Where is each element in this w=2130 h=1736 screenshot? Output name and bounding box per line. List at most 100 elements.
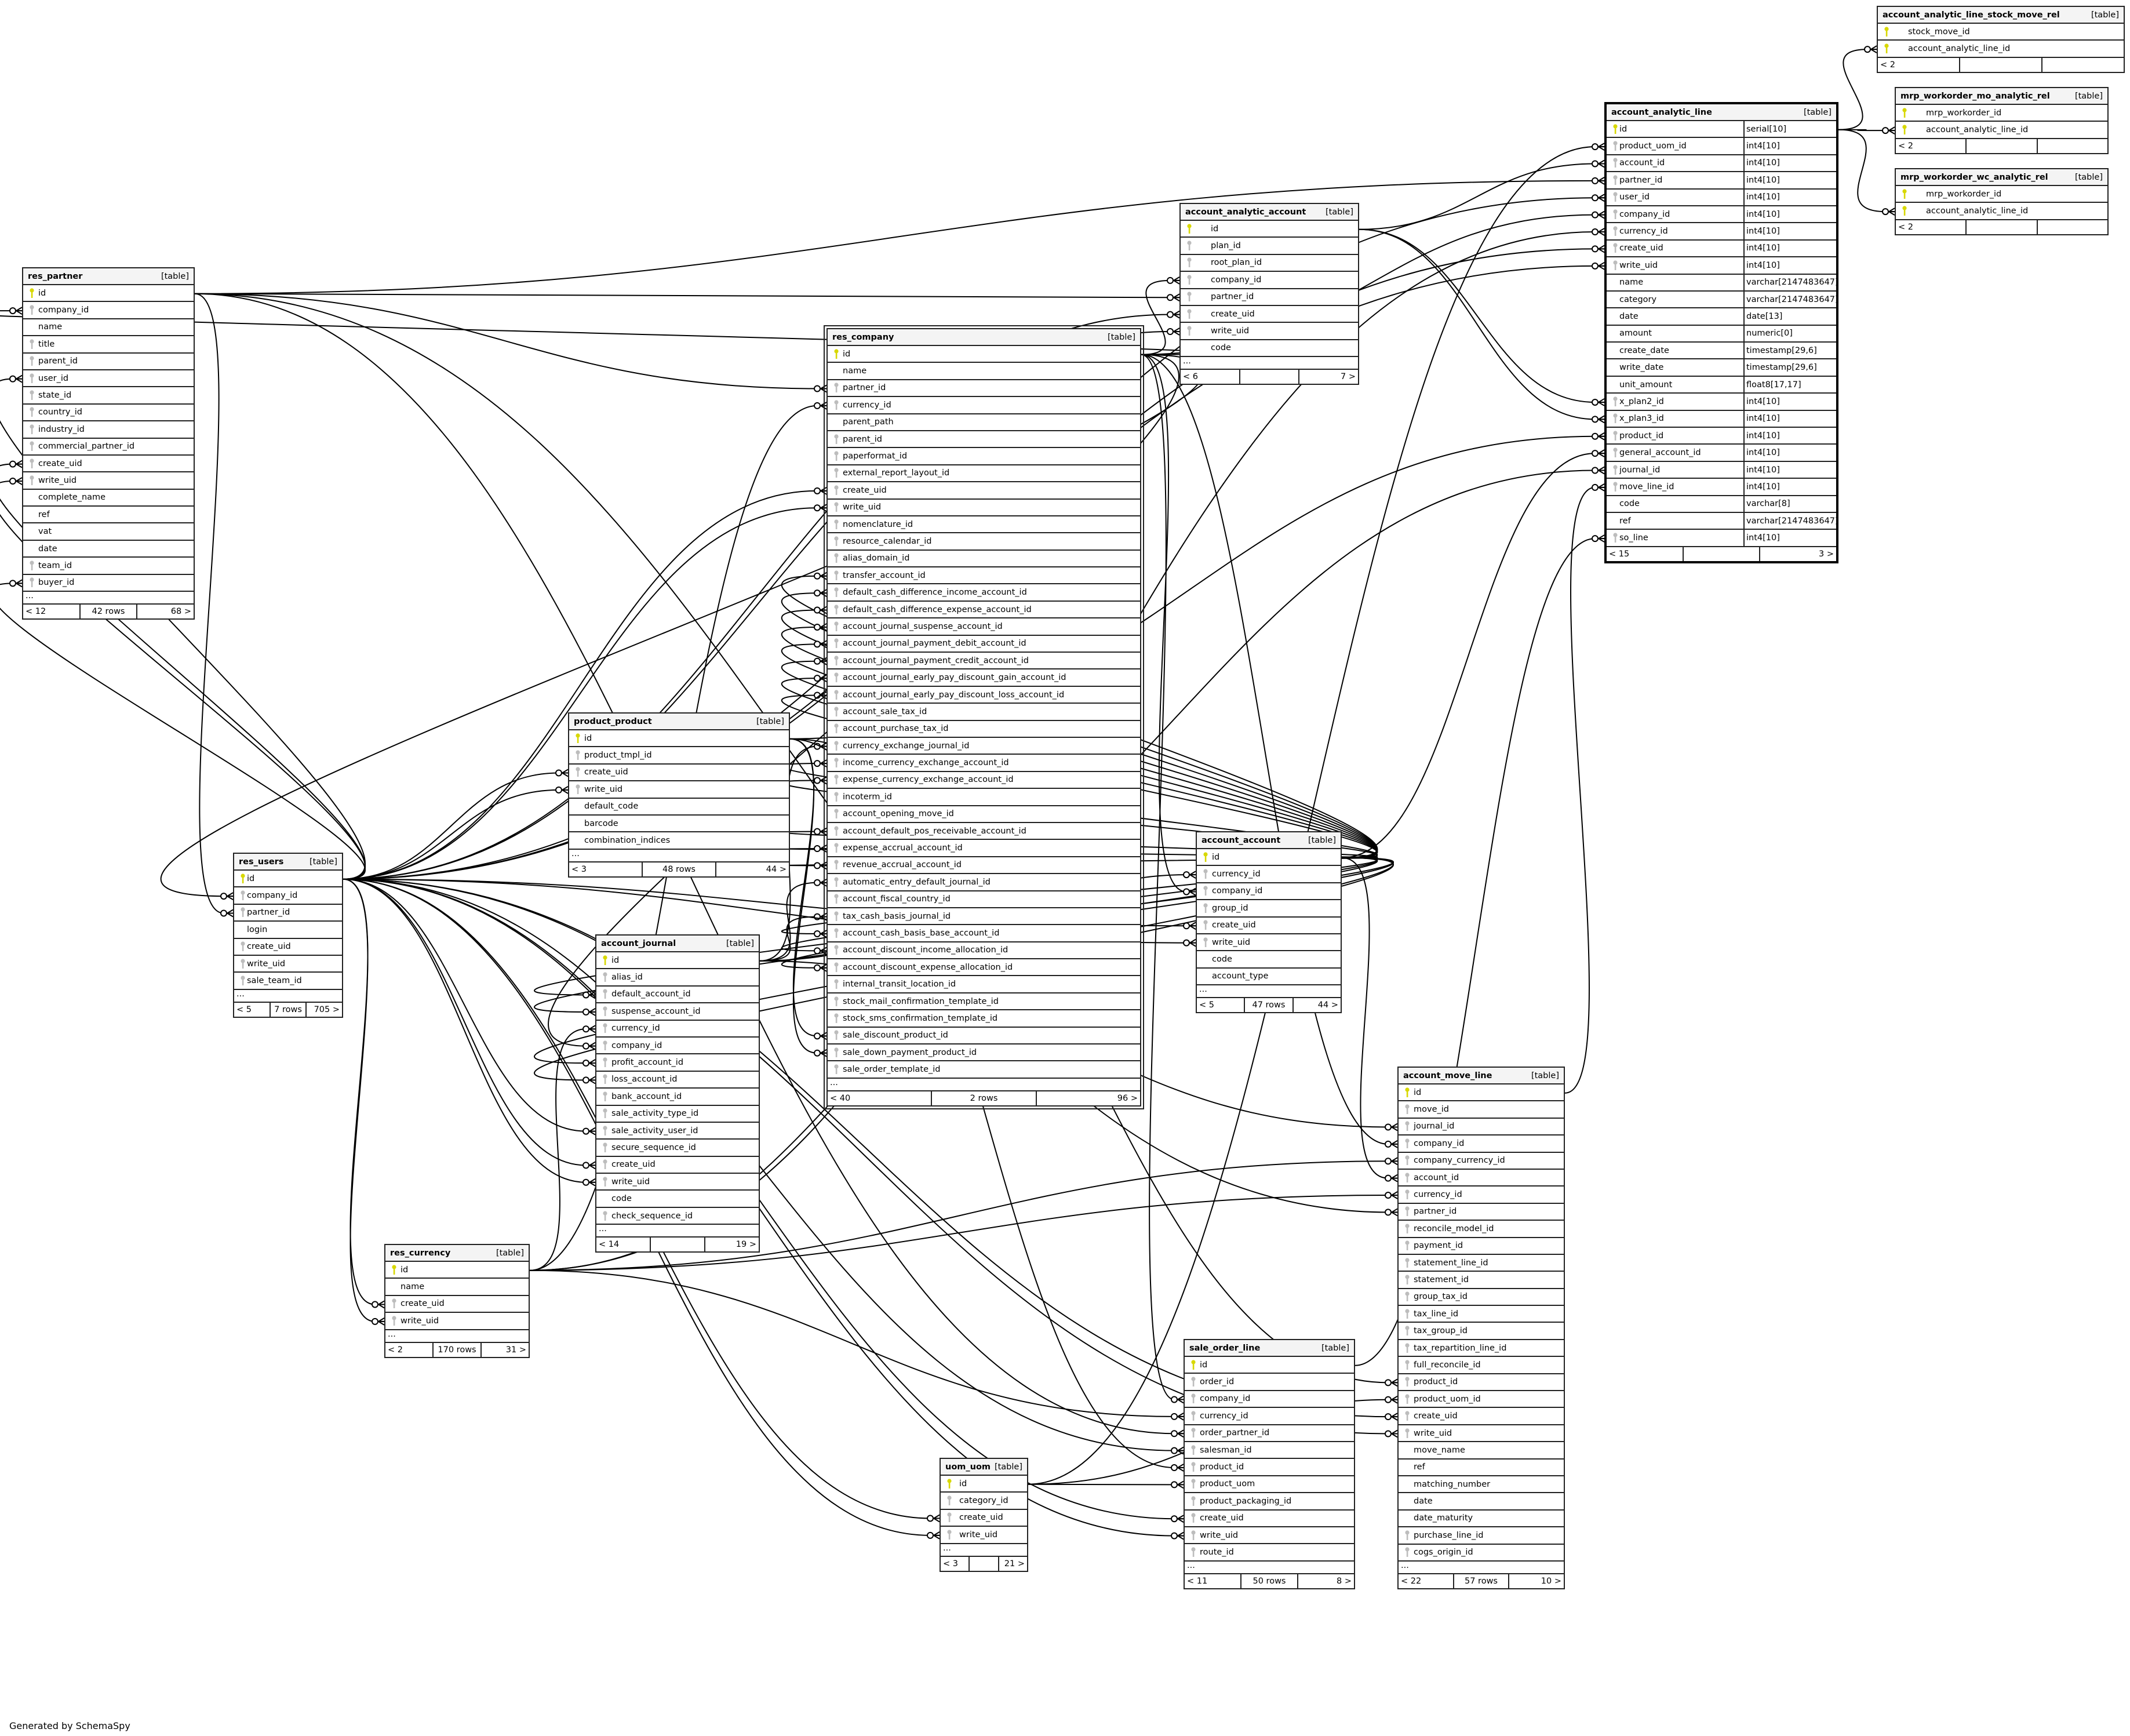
column-row[interactable]: partner_id — [1399, 1204, 1564, 1221]
parents-count[interactable]: < 2 — [1898, 222, 1913, 232]
table-name[interactable]: mrp_workorder_mo_analytic_rel — [1900, 91, 2050, 101]
table-name[interactable]: account_move_line — [1403, 1071, 1492, 1080]
column-row[interactable]: team_id — [23, 558, 194, 575]
column-row[interactable]: company_currency_id — [1399, 1153, 1564, 1170]
more-columns-indicator[interactable]: ... — [941, 1544, 1027, 1557]
column-row[interactable]: company_id — [1185, 1391, 1354, 1409]
table-name[interactable]: uom_uom — [945, 1462, 991, 1472]
column-row[interactable]: vat — [23, 523, 194, 541]
column-row[interactable]: resource_calendar_id — [828, 533, 1140, 551]
column-row[interactable]: order_id — [1185, 1374, 1354, 1391]
column-row[interactable]: parent_id — [828, 431, 1140, 449]
table-name[interactable]: res_company — [832, 332, 894, 342]
more-columns-indicator[interactable]: ... — [1399, 1562, 1564, 1574]
column-row[interactable]: write_uid — [828, 500, 1140, 516]
column-row[interactable]: code — [1181, 340, 1358, 358]
column-row[interactable]: matching_number — [1399, 1476, 1564, 1494]
column-row[interactable]: secure_sequence_id — [596, 1140, 759, 1157]
column-row[interactable]: barcode — [569, 816, 789, 833]
column-row[interactable]: title — [23, 336, 194, 354]
column-row[interactable]: date — [1399, 1493, 1564, 1511]
column-row[interactable]: date_maturity — [1399, 1511, 1564, 1528]
column-row[interactable]: create_uid — [1399, 1408, 1564, 1425]
column-row[interactable]: id — [596, 952, 759, 970]
column-row[interactable]: account_purchase_tax_id — [828, 721, 1140, 738]
column-row[interactable]: sale_activity_type_id — [596, 1106, 759, 1123]
column-row[interactable]: stock_mail_confirmation_template_id — [828, 993, 1140, 1011]
children-count[interactable]: 8 > — [1297, 1574, 1354, 1588]
column-row[interactable]: id — [1197, 849, 1341, 867]
column-row[interactable]: expense_accrual_account_id — [828, 840, 1140, 857]
column-row[interactable]: group_id — [1197, 900, 1341, 918]
column-row[interactable]: id — [234, 871, 342, 888]
more-columns-indicator[interactable]: ... — [1181, 357, 1358, 370]
column-row[interactable]: parent_id — [23, 354, 194, 370]
column-row[interactable]: user_id — [23, 370, 194, 388]
column-row[interactable]: write_uid — [23, 472, 194, 490]
children-count[interactable]: 10 > — [1508, 1574, 1564, 1588]
column-row[interactable]: profit_account_id — [596, 1054, 759, 1072]
column-row[interactable]: mrp_workorder_id — [1896, 105, 2107, 122]
parents-count[interactable]: < 3 — [571, 864, 587, 874]
column-row[interactable]: move_id — [1399, 1101, 1564, 1119]
column-row[interactable]: company_id — [234, 887, 342, 905]
column-row[interactable]: currency_id — [596, 1021, 759, 1038]
more-columns-indicator[interactable]: ... — [23, 592, 194, 605]
column-row[interactable]: transfer_account_id — [828, 567, 1140, 585]
column-row[interactable]: write_uid — [941, 1527, 1027, 1544]
column-row[interactable]: sale_down_payment_product_id — [828, 1044, 1140, 1062]
children-count[interactable] — [2036, 139, 2107, 153]
column-row[interactable]: bank_account_id — [596, 1089, 759, 1106]
more-columns-indicator[interactable]: ... — [828, 1079, 1140, 1091]
column-row[interactable]: code — [1197, 951, 1341, 969]
parents-count[interactable]: < 40 — [830, 1093, 851, 1103]
more-columns-indicator[interactable]: ... — [234, 989, 342, 1003]
column-row[interactable]: company_id — [1181, 272, 1358, 289]
column-row[interactable]: account_id — [1399, 1170, 1564, 1187]
children-count[interactable]: 68 > — [136, 605, 194, 619]
column-row[interactable]: check_sequence_id — [596, 1208, 759, 1225]
column-row[interactable]: write_uid — [1197, 934, 1341, 952]
column-row[interactable]: product_packaging_id — [1185, 1493, 1354, 1511]
parents-count[interactable]: < 22 — [1401, 1576, 1422, 1586]
column-row[interactable]: state_id — [23, 387, 194, 405]
column-row[interactable]: account_default_pos_receivable_account_i… — [828, 823, 1140, 840]
column-row[interactable]: company_id — [1197, 883, 1341, 901]
column-row[interactable]: create_uid — [385, 1296, 529, 1313]
parents-count[interactable]: < 2 — [388, 1345, 403, 1355]
column-row[interactable]: journal_id — [1399, 1119, 1564, 1136]
column-row[interactable]: statement_line_id — [1399, 1255, 1564, 1272]
column-row[interactable]: account_journal_early_pay_discount_loss_… — [828, 687, 1140, 704]
column-row[interactable]: automatic_entry_default_journal_id — [828, 874, 1140, 891]
column-row[interactable]: tax_cash_basis_journal_id — [828, 908, 1140, 926]
column-row[interactable]: create_uid — [941, 1510, 1027, 1527]
children-count[interactable]: 31 > — [480, 1342, 529, 1357]
column-row[interactable]: write_uid — [569, 781, 789, 799]
column-row[interactable]: sale_team_id — [234, 973, 342, 990]
column-row[interactable]: salesman_id — [1185, 1442, 1354, 1460]
column-row[interactable]: commercial_partner_id — [23, 439, 194, 456]
column-row[interactable]: account_type — [1197, 969, 1341, 986]
table-account-analytic-line-stock-move-rel[interactable]: account_analytic_line_stock_move_rel[tab… — [1877, 6, 2125, 73]
column-row[interactable]: account_journal_payment_credit_account_i… — [828, 653, 1140, 670]
column-row[interactable]: sale_activity_user_id — [596, 1123, 759, 1140]
parents-count[interactable]: < 3 — [943, 1559, 958, 1568]
